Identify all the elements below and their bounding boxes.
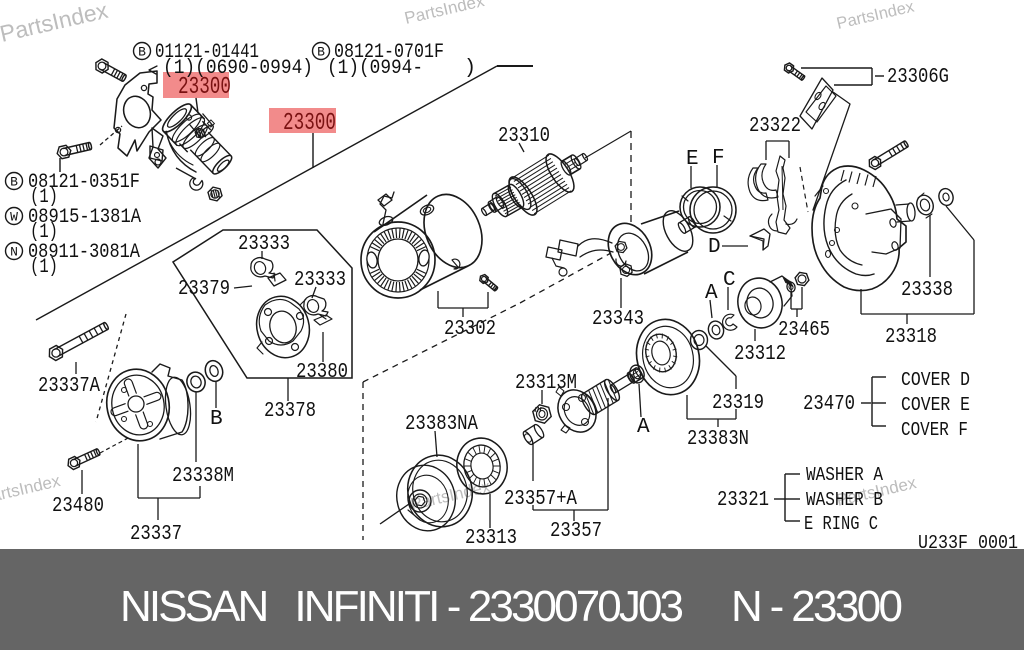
svg-text:N: N bbox=[10, 245, 18, 260]
svg-text:23333: 23333 bbox=[238, 232, 290, 256]
svg-text:23312: 23312 bbox=[734, 342, 786, 366]
svg-text:01121-01441: 01121-01441 bbox=[155, 41, 259, 64]
svg-text:23380: 23380 bbox=[296, 360, 348, 384]
svg-text:U233F 0001: U233F 0001 bbox=[918, 532, 1018, 554]
svg-text:23322: 23322 bbox=[749, 114, 801, 138]
svg-text:N - 23300: N - 23300 bbox=[731, 582, 903, 631]
svg-text:): ) bbox=[464, 57, 476, 80]
svg-text:E: E bbox=[686, 148, 699, 171]
svg-text:23480: 23480 bbox=[52, 494, 104, 518]
svg-text:23300: 23300 bbox=[178, 74, 231, 101]
svg-text:(1)(0994-: (1)(0994- bbox=[327, 57, 423, 80]
svg-text:B: B bbox=[10, 175, 18, 190]
svg-text:W: W bbox=[10, 210, 18, 225]
svg-text:23465: 23465 bbox=[778, 318, 830, 342]
svg-text:23337: 23337 bbox=[130, 522, 182, 546]
svg-text:A: A bbox=[637, 416, 650, 439]
svg-text:E RING C: E RING C bbox=[804, 513, 878, 535]
svg-text:B: B bbox=[138, 45, 146, 60]
svg-text:23321: 23321 bbox=[717, 488, 769, 512]
svg-text:B: B bbox=[317, 45, 325, 60]
svg-text:C: C bbox=[723, 269, 736, 292]
svg-text:F: F bbox=[712, 147, 725, 170]
svg-text:23300: 23300 bbox=[283, 110, 336, 137]
svg-text:23383N: 23383N bbox=[687, 427, 749, 451]
svg-text:23333: 23333 bbox=[294, 268, 346, 292]
svg-text:23357+A: 23357+A bbox=[504, 487, 577, 511]
svg-text:WASHER A: WASHER A bbox=[806, 464, 884, 486]
svg-text:COVER F: COVER F bbox=[901, 419, 968, 441]
svg-text:23306G: 23306G bbox=[887, 65, 949, 89]
svg-text:23378: 23378 bbox=[264, 399, 316, 423]
svg-text:23318: 23318 bbox=[885, 325, 937, 349]
svg-text:NISSAN INFINITI - 2330070J03: NISSAN INFINITI - 2330070J03 bbox=[120, 582, 684, 631]
svg-text:08121-0701F: 08121-0701F bbox=[334, 41, 444, 64]
svg-text:(1): (1) bbox=[30, 221, 58, 244]
svg-text:23470: 23470 bbox=[803, 392, 855, 416]
svg-text:(1): (1) bbox=[30, 186, 58, 209]
svg-text:23338: 23338 bbox=[901, 278, 953, 302]
svg-text:WASHER B: WASHER B bbox=[806, 489, 883, 511]
svg-text:A: A bbox=[705, 282, 718, 305]
svg-text:COVER D: COVER D bbox=[901, 369, 970, 391]
svg-text:23337A: 23337A bbox=[38, 374, 100, 398]
svg-text:08121-0351F: 08121-0351F bbox=[28, 171, 140, 194]
svg-text:23343: 23343 bbox=[592, 307, 644, 331]
svg-text:B: B bbox=[210, 408, 223, 431]
svg-text:D: D bbox=[708, 236, 721, 259]
svg-text:23310: 23310 bbox=[498, 124, 550, 148]
svg-text:08911-3081A: 08911-3081A bbox=[28, 241, 140, 264]
svg-text:23357: 23357 bbox=[550, 519, 602, 543]
svg-text:23338M: 23338M bbox=[172, 464, 234, 488]
svg-text:23379: 23379 bbox=[178, 277, 230, 301]
svg-text:(1)(0690-0994): (1)(0690-0994) bbox=[163, 57, 313, 80]
svg-text:08915-1381A: 08915-1381A bbox=[28, 206, 141, 229]
svg-text:23319: 23319 bbox=[712, 391, 764, 415]
svg-text:23313: 23313 bbox=[465, 526, 517, 550]
svg-text:COVER E: COVER E bbox=[901, 394, 970, 416]
svg-text:(1): (1) bbox=[30, 256, 58, 279]
svg-text:23383NA: 23383NA bbox=[405, 412, 478, 436]
